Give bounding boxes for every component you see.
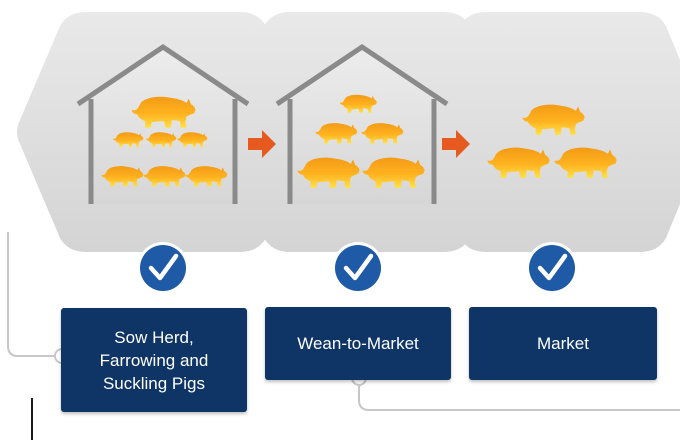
checkmark-icon <box>137 242 189 294</box>
checkmark-icon <box>332 242 384 294</box>
bottom-connector-line <box>358 378 680 411</box>
stage-hexagon-market <box>417 12 680 252</box>
arrow-right-icon <box>248 130 276 158</box>
arrow-right-icon <box>442 130 470 158</box>
stage-label-text: Wean-to-Market <box>297 334 419 353</box>
barn-with-sow-and-piglets-icon <box>76 43 250 204</box>
stage-label-text: Sow Herd, Farrowing and Suckling Pigs <box>99 327 209 393</box>
stage-label-market: Market <box>469 307 657 380</box>
stage-label-text: Market <box>537 334 589 353</box>
barn-with-growing-pigs-icon <box>275 43 449 204</box>
stage-label-wean-to-market: Wean-to-Market <box>265 307 451 380</box>
stage-label-sow-herd: Sow Herd, Farrowing and Suckling Pigs <box>61 308 247 412</box>
left-connector-line <box>7 232 60 357</box>
left-edge-bar <box>31 398 33 440</box>
checkmark-icon <box>526 242 578 294</box>
